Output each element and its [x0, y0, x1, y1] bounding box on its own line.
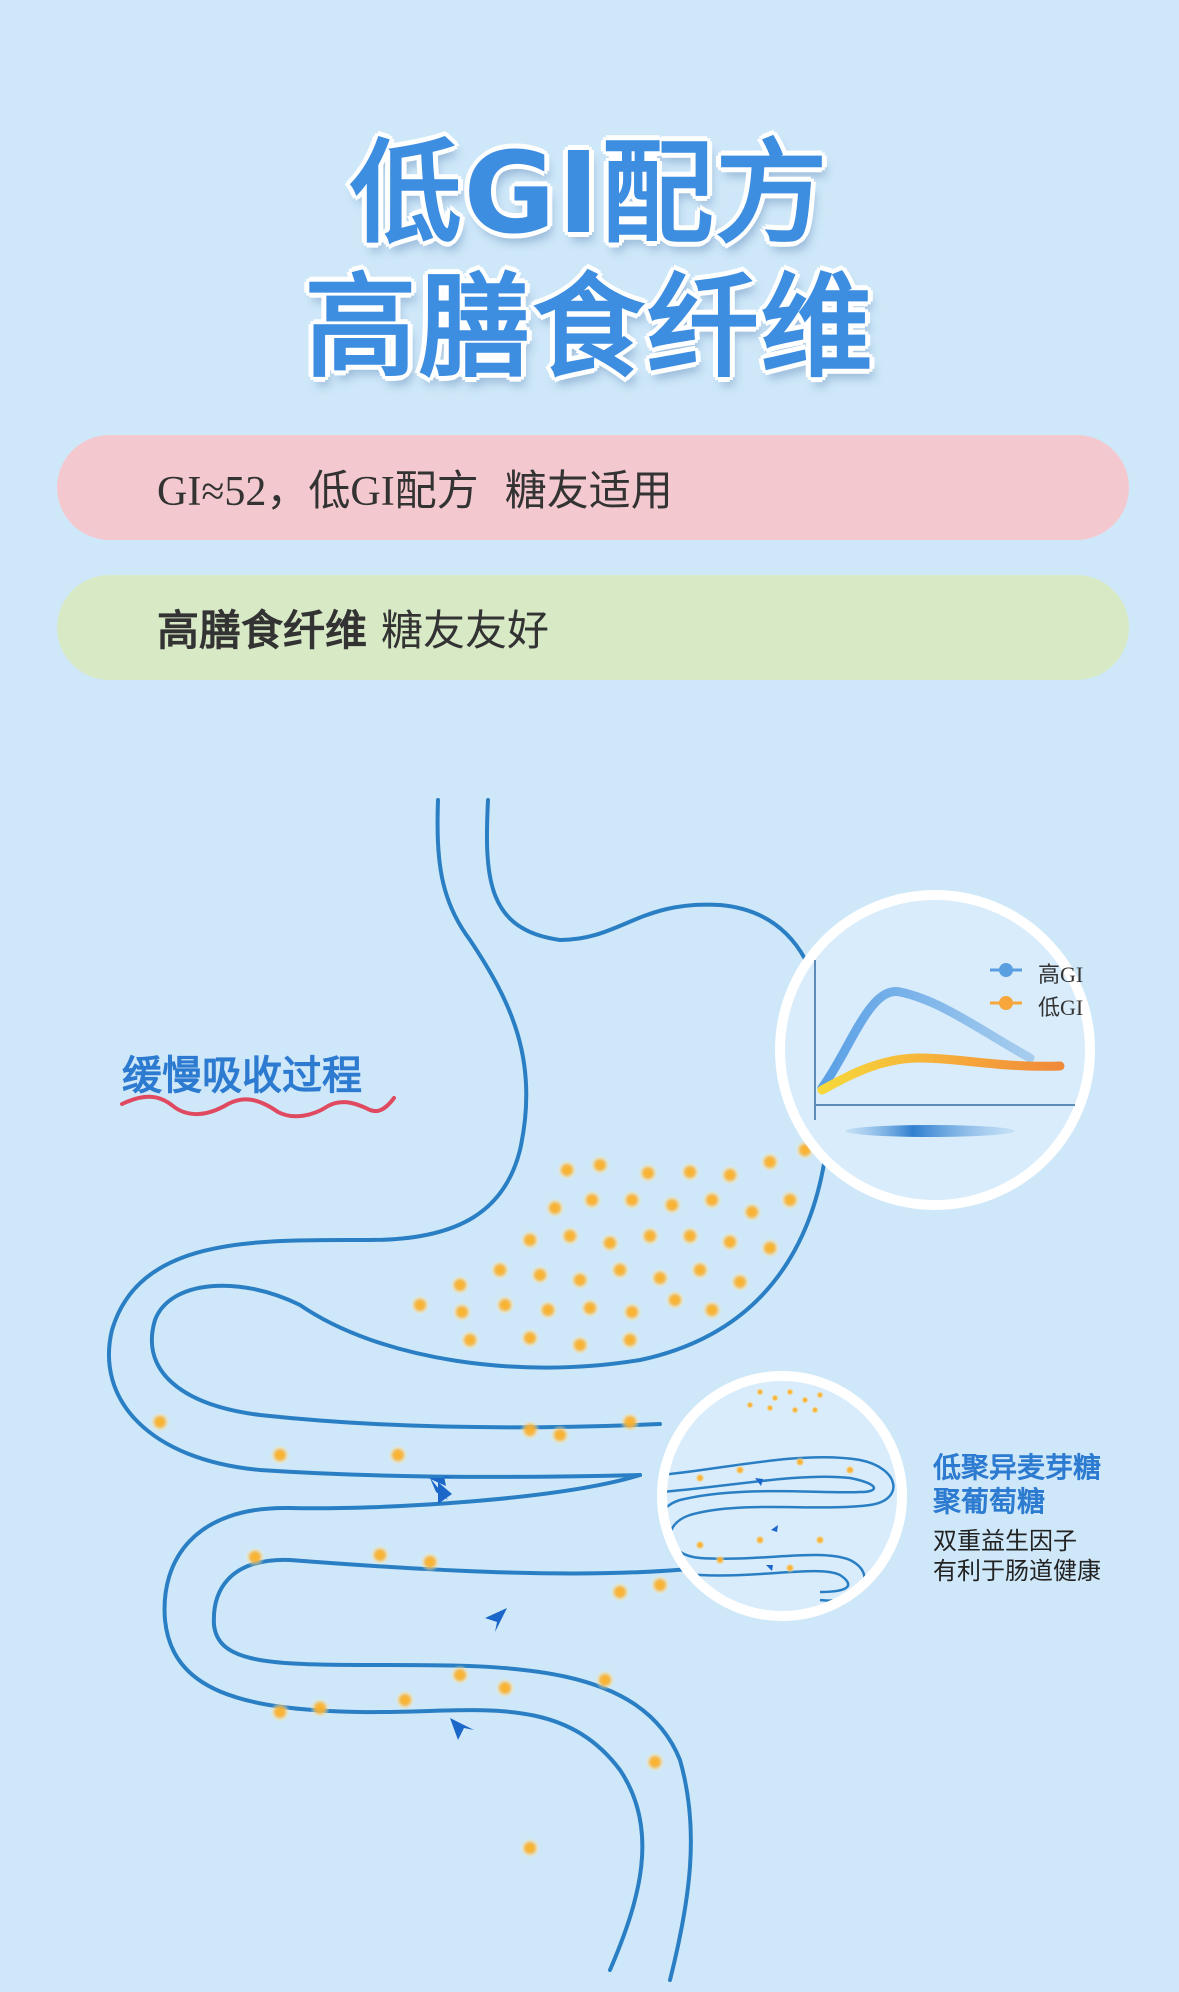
stomach-particles	[410, 1140, 815, 1355]
high-gi-curve	[817, 987, 1035, 1093]
headline-line-2: 高膳食纤维	[304, 263, 875, 393]
gi-pill-suffix: 糖友适用	[504, 466, 673, 515]
headline-line-1: 低GI配方	[349, 129, 830, 259]
legend-low-gi: 低GI	[1038, 995, 1084, 1020]
flow-arrows	[428, 1476, 507, 1740]
intestine-outline	[162, 1473, 702, 1982]
prebiotic-desc-1: 双重益生因子	[933, 1527, 1077, 1555]
intestine-detail-circle	[657, 1371, 907, 1621]
fiber-pill: 高膳食纤维 糖友友好	[57, 575, 1129, 680]
prebiotic-title-2: 聚葡萄糖	[933, 1485, 1046, 1518]
slow-absorption-label: 缓慢吸收过程	[122, 1053, 362, 1099]
gi-pill: GI≈52，低GI配方 糖友适用	[57, 435, 1129, 540]
prebiotic-title-1: 低聚异麦芽糖	[933, 1451, 1102, 1484]
gi-pill-text: GI≈52，低GI配方	[157, 469, 479, 515]
fiber-pill-bold: 高膳食纤维	[157, 606, 368, 655]
fiber-pill-suffix: 糖友友好	[381, 606, 550, 655]
low-gi-curve	[817, 1053, 1065, 1095]
legend-high-gi: 高GI	[1038, 962, 1084, 987]
intestine-particles	[150, 1412, 670, 1858]
prebiotic-desc-2: 有利于肠道健康	[933, 1557, 1101, 1585]
stomach-outline	[106, 798, 833, 1479]
gi-chart-circle	[775, 890, 1095, 1210]
wavy-underline	[120, 1094, 396, 1119]
